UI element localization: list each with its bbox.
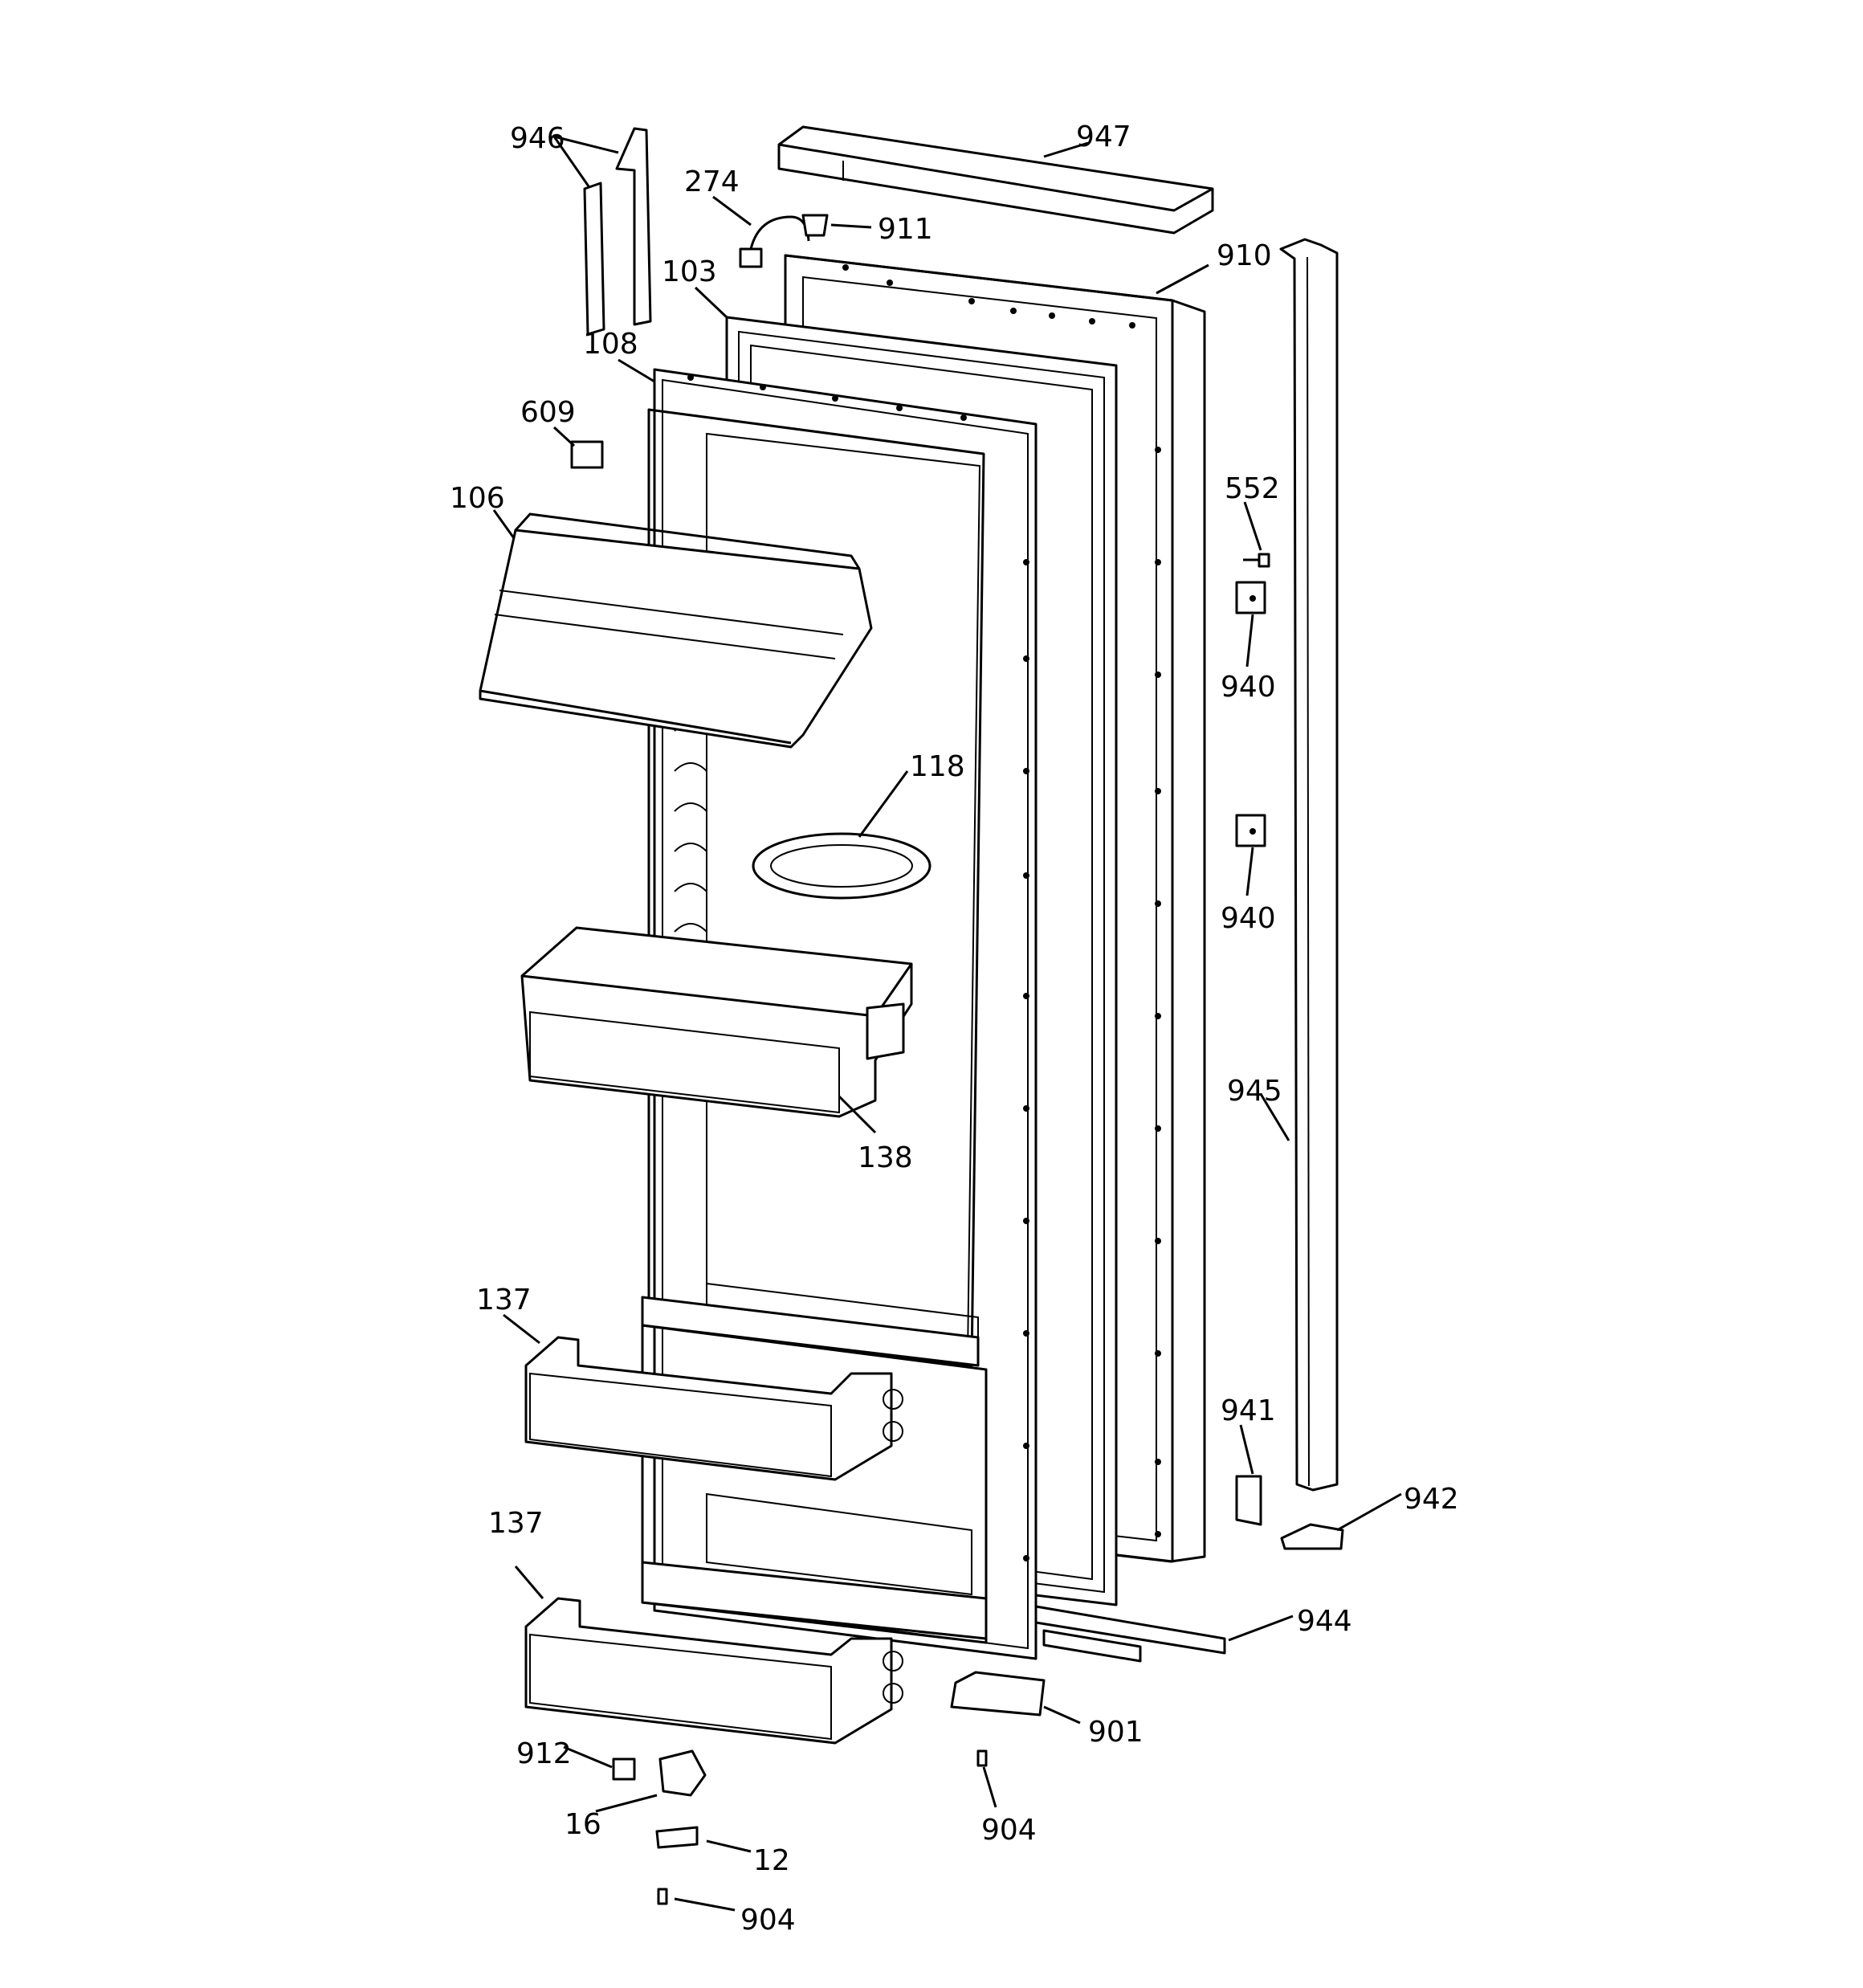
part-904-screw-b [657, 1888, 668, 1905]
callout-912: 912 [516, 1737, 572, 1770]
callout-16: 16 [565, 1808, 601, 1841]
callout-911: 911 [878, 213, 933, 246]
part-901-bottom-cover [950, 1671, 1046, 1717]
part-118-oval-trim [752, 832, 932, 900]
part-137-door-bin-lower [524, 1597, 903, 1745]
callout-944: 944 [1297, 1605, 1352, 1638]
callout-904-a: 904 [981, 1814, 1037, 1847]
part-609-switch [570, 440, 604, 469]
callout-103: 103 [662, 255, 717, 288]
part-12-hinge-pin [655, 1826, 699, 1849]
callout-904-b: 904 [740, 1904, 796, 1937]
part-552-screw [1243, 553, 1270, 568]
callout-552: 552 [1225, 472, 1280, 505]
callout-138: 138 [858, 1141, 913, 1174]
part-941-bracket [1235, 1475, 1262, 1526]
part-106-dairy-cover [479, 512, 873, 749]
callout-940-b: 940 [1221, 902, 1276, 935]
leader-lines [492, 135, 1402, 1912]
callout-945: 945 [1227, 1075, 1282, 1108]
part-942-hinge [1280, 1523, 1344, 1550]
callout-941: 941 [1221, 1394, 1276, 1427]
part-138-door-bin [520, 926, 913, 1118]
callout-946: 946 [510, 122, 565, 155]
callout-108: 108 [583, 328, 638, 361]
callout-609: 609 [520, 396, 576, 429]
part-946-trim-strips [583, 127, 652, 336]
callout-12: 12 [753, 1844, 790, 1877]
part-944-bottom-rail [1034, 1605, 1226, 1663]
part-274-wire-harness [739, 215, 810, 268]
callout-106: 106 [450, 482, 505, 515]
callout-118: 118 [910, 750, 965, 783]
callout-137-b: 137 [488, 1507, 544, 1540]
part-945-door-channel [1279, 238, 1339, 1492]
callout-942: 942 [1404, 1483, 1459, 1516]
part-16-cam [658, 1749, 707, 1797]
callout-274: 274 [684, 165, 740, 198]
callout-940-a: 940 [1221, 671, 1276, 704]
part-911-plug [801, 214, 829, 237]
callout-947: 947 [1076, 120, 1131, 153]
part-912-plug [612, 1757, 636, 1781]
part-904-screw-a [976, 1749, 988, 1767]
part-940-hinge-block-b [1235, 814, 1266, 847]
part-947-door-cap-top [777, 125, 1214, 235]
callout-901: 901 [1088, 1716, 1143, 1749]
callout-910: 910 [1217, 239, 1272, 272]
callout-labels: 946 947 274 911 103 910 108 609 552 106 … [450, 120, 1459, 1937]
part-137-door-bin-upper [524, 1336, 903, 1481]
part-940-hinge-block-a [1235, 581, 1266, 614]
callout-137-a: 137 [476, 1284, 532, 1316]
